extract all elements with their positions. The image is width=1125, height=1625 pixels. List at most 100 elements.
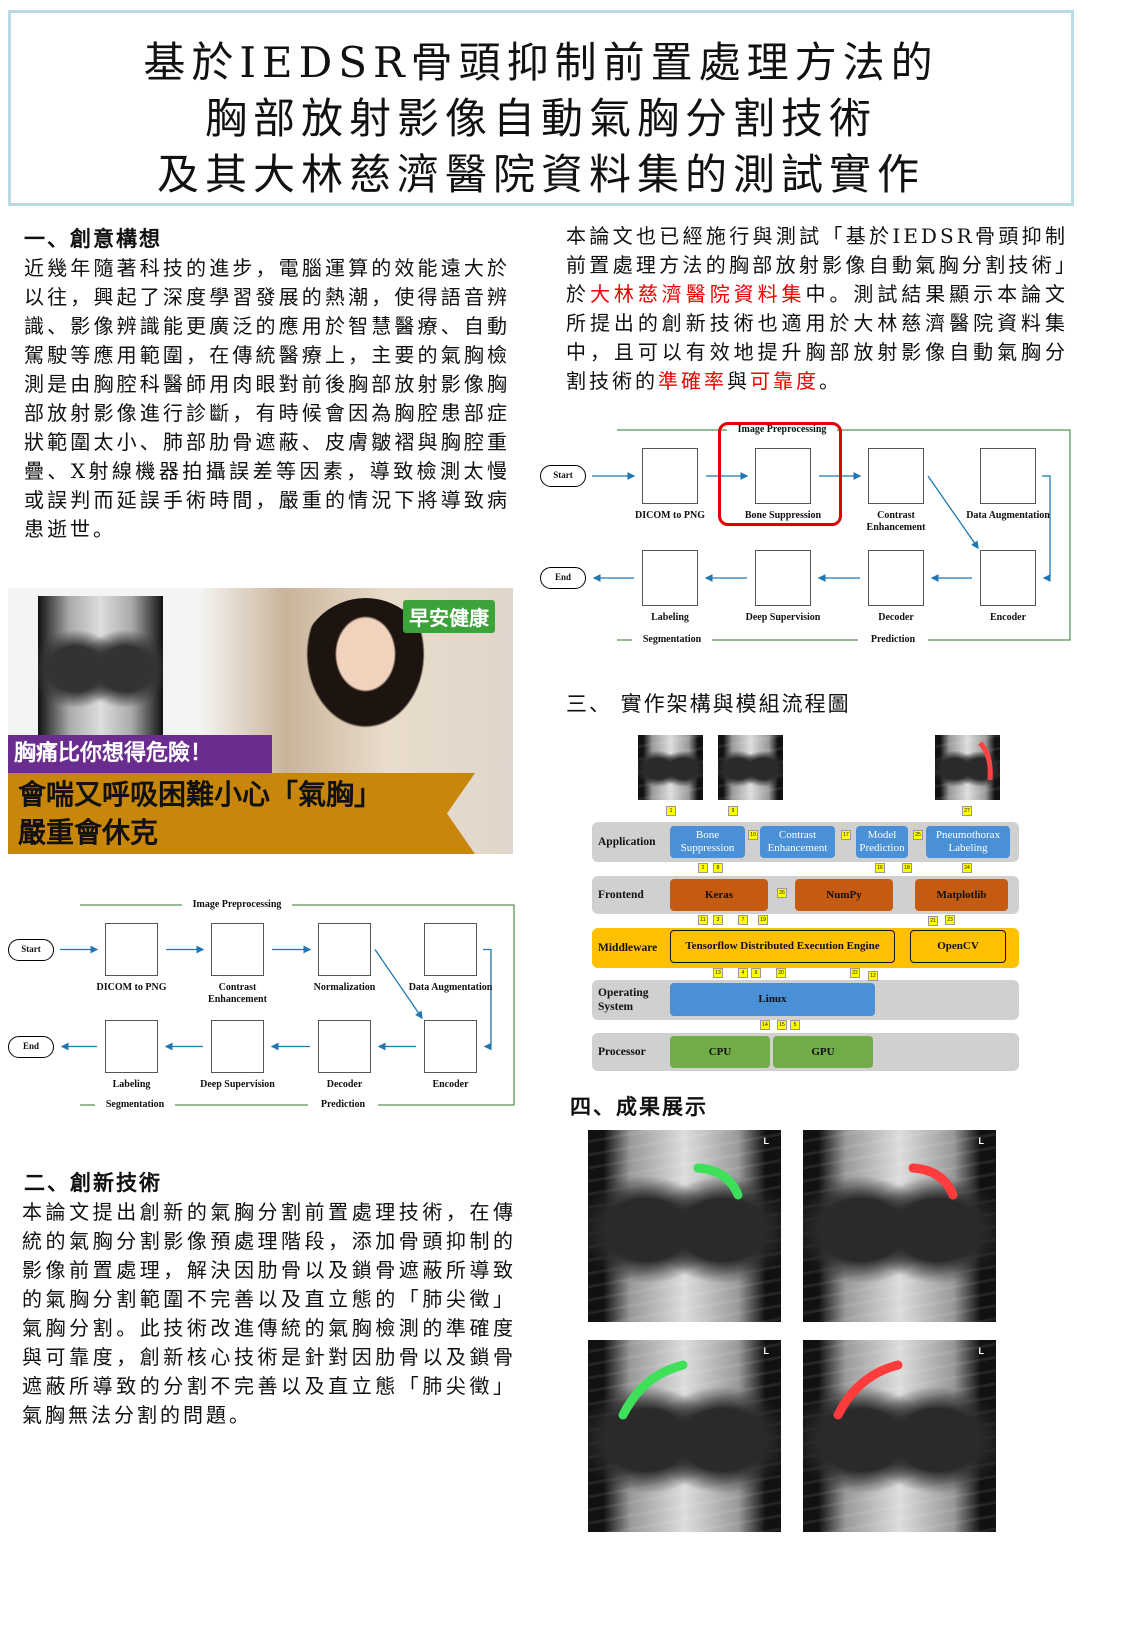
top-label: Image Preprocessing	[727, 424, 837, 436]
prediction-label: Prediction	[858, 634, 928, 646]
end-node: End	[8, 1035, 54, 1058]
frontend-module: NumPy	[795, 879, 893, 911]
flow-arrow	[483, 948, 492, 1051]
step-number-badge: 6	[751, 968, 761, 978]
intro-segment: 中。測試結果顯示本論文所提出的創新技術也適用於大林慈濟醫院資料集中，且可以有效地…	[566, 282, 1069, 393]
prediction-label: Prediction	[308, 1099, 378, 1111]
layer-name: Middleware	[598, 942, 658, 954]
poster-title: 基於IEDSR骨頭抑制前置處理方法的 胸部放射影像自動氣胸分割技術 及其大林慈濟…	[8, 10, 1074, 206]
section2-heading: 二、創新技術	[24, 1170, 162, 1195]
step-number-badge: 14	[760, 1020, 770, 1030]
news-photo: 早安健康 胸痛比你想得危險！ 會喘又呼吸困難小心「氣胸」 嚴重會休克	[8, 588, 513, 854]
intro-segment: 本論文也已經施行與測試「基於IEDSR骨頭抑制前置處理方法的胸部放射影像自動氣胸…	[566, 224, 1068, 306]
step-label: Encoder	[989, 612, 1027, 623]
step-net-image	[318, 1020, 371, 1073]
step-number-badge: 12	[868, 971, 878, 981]
step-number-badge: 9	[728, 806, 738, 816]
arch-xray	[638, 735, 703, 800]
app-module: Model Prediction	[856, 826, 908, 858]
intro-segment: 大林慈濟醫院資料集	[589, 282, 806, 306]
side-marker: L	[763, 1136, 770, 1146]
layer-operating-system: Operating System	[592, 980, 1019, 1020]
arch-xray	[718, 735, 783, 800]
arch-xray	[935, 735, 1000, 800]
step-number-badge: 2	[698, 863, 708, 873]
step-number-badge: 1	[666, 806, 676, 816]
intro-segment: 準確率	[658, 369, 727, 393]
pneumothorax-mask	[908, 1163, 958, 1200]
mask-overlay	[978, 741, 993, 781]
step-label: DICOM to PNG	[96, 982, 167, 993]
step-number-badge: 21	[928, 916, 938, 926]
step-number-badge: 20	[776, 968, 786, 978]
step-label: Decoder	[326, 1079, 363, 1090]
pneumothorax-mask	[693, 1163, 743, 1200]
step-number-badge: 16	[875, 863, 885, 873]
step-label: Labeling	[112, 1079, 151, 1090]
section2-body: 本論文提出創新的氣胸分割前置處理技術，在傳統的氣胸分割影像預處理階段，添加骨頭抑…	[22, 1200, 516, 1427]
middleware-module: OpenCV	[910, 930, 1006, 963]
banner-line-2: 嚴重會休克	[18, 816, 159, 849]
side-marker: L	[763, 1346, 770, 1356]
xray-thumbnail	[38, 596, 163, 736]
flow-arrow	[374, 949, 423, 1020]
app-module: Pneumothorax Labeling	[926, 826, 1010, 858]
layer-name: Application	[598, 836, 656, 848]
os-module: Linux	[670, 983, 875, 1016]
step-number-badge: 23	[945, 915, 955, 925]
banner-line-1: 會喘又呼吸困難小心「氣胸」	[18, 778, 383, 811]
processor-module: GPU	[773, 1036, 873, 1068]
step-label: Normalization	[313, 982, 376, 993]
step-bone-image	[755, 448, 811, 504]
step-number-badge: 11	[698, 915, 708, 925]
side-marker: L	[978, 1346, 985, 1356]
step-label: Decoder	[878, 612, 914, 623]
title-line-1: 基於IEDSR骨頭抑制前置處理方法的	[143, 38, 939, 87]
step-label-image	[105, 1020, 158, 1073]
start-node: Start	[540, 465, 586, 487]
step-number-badge: 15	[777, 1020, 787, 1030]
step-aug-image	[424, 923, 477, 976]
step-number-badge: 25	[913, 830, 923, 840]
intro-segment: 與	[727, 369, 750, 393]
step-net-image	[868, 550, 924, 606]
intro-segment: 。	[819, 369, 842, 393]
layer-middleware: Middleware	[592, 928, 1019, 968]
segmentation-label: Segmentation	[632, 634, 712, 646]
frontend-module: Matplotlib	[915, 879, 1008, 911]
step-norm-image	[318, 923, 371, 976]
section1-body: 近幾年隨著科技的進步，電腦運算的效能遠大於以往，興起了深度學習發展的熱潮，使得語…	[24, 256, 510, 541]
layer-name: Frontend	[598, 889, 644, 901]
intro-right-text: 本論文也已經施行與測試「基於IEDSR骨頭抑制前置處理方法的胸部放射影像自動氣胸…	[566, 222, 1068, 396]
step-number-badge: 18	[902, 863, 912, 873]
start-node: Start	[8, 938, 54, 961]
result-xray-red: L	[803, 1340, 996, 1532]
step-label: Deep Supervision	[200, 1079, 275, 1090]
step-number-badge: 26	[777, 888, 787, 898]
side-marker: L	[978, 1136, 985, 1146]
step-number-badge: 8	[713, 863, 723, 873]
step-number-badge: 22	[850, 968, 860, 978]
step-number-badge: 7	[738, 915, 748, 925]
section3-heading: 三、 實作架構與模組流程圖	[566, 692, 851, 716]
step-label: DICOM to PNG	[635, 510, 705, 521]
banner-orange: 會喘又呼吸困難小心「氣胸」 嚴重會休克	[8, 773, 475, 854]
step-number-badge: 10	[748, 830, 758, 840]
step-label: Data Augmentation	[966, 510, 1050, 521]
frontend-module: Keras	[670, 879, 768, 911]
step-number-badge: 24	[962, 863, 972, 873]
app-module: Bone Suppression	[670, 826, 745, 858]
step-number-badge: 13	[713, 968, 723, 978]
step-label: Bone Suppression	[744, 510, 822, 521]
processor-module: CPU	[670, 1036, 770, 1068]
app-module: Contrast Enhancement	[760, 826, 835, 858]
title-line-3: 及其大林慈濟醫院資料集的測試實作	[156, 150, 925, 199]
result-xray-red: L	[803, 1130, 996, 1322]
step-deep-image	[755, 550, 811, 606]
banner-purple: 胸痛比你想得危險！	[8, 735, 272, 773]
flow-arrow	[1042, 475, 1051, 582]
layer-name: Operating System	[598, 987, 649, 1013]
layer-processor: Processor	[592, 1033, 1019, 1071]
